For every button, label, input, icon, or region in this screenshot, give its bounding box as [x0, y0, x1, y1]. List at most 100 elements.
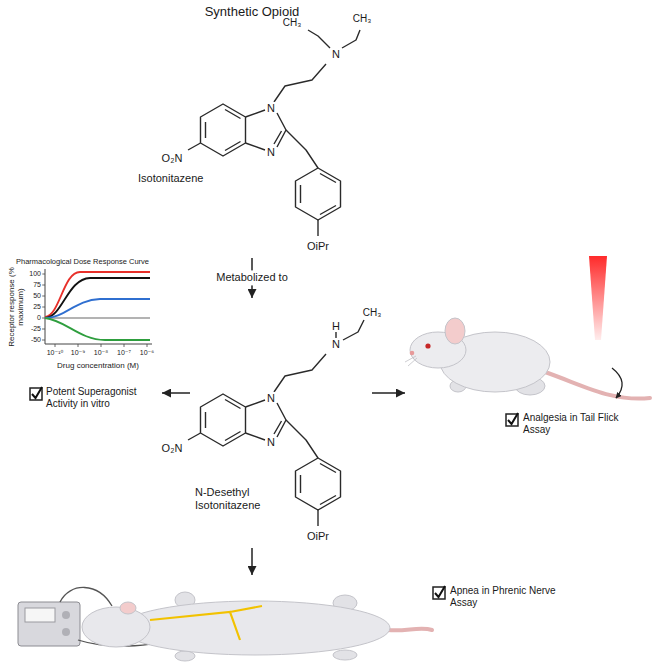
result-note: Apnea in Phrenic Nerve Assay [450, 585, 558, 609]
bond [246, 400, 287, 440]
tick-label: 10⁻⁶ [139, 349, 155, 357]
bond [201, 394, 246, 446]
axis-title: Receptor response (% maximum) [8, 264, 26, 350]
bond [296, 168, 341, 220]
check-box [433, 586, 445, 599]
bond [317, 220, 318, 236]
laser-beam [589, 256, 607, 340]
compound-name: Isotonitazene [138, 172, 248, 185]
bond [188, 433, 201, 440]
flow-arrow [162, 392, 190, 394]
result-note: Potent Superagonist Activity in vitro [46, 386, 156, 410]
chart-title: Pharmacological Dose Response Curve [5, 257, 160, 266]
compound-name: N-Desethyl Isotonitazene [195, 486, 285, 512]
partial-agonist-curve [45, 299, 150, 318]
check-mark [32, 387, 42, 398]
check-box [433, 587, 445, 599]
bond [296, 458, 341, 510]
mouse-nose [410, 351, 415, 356]
mouse-ear [445, 318, 465, 344]
bond [301, 174, 337, 215]
inverse-agonist-curve [45, 318, 150, 340]
tick-label: 10⁻¹⁰ [46, 349, 65, 357]
axis-title: Drug concentration (M) [56, 362, 140, 371]
bond [206, 110, 241, 151]
atom-label: N [331, 48, 341, 60]
tick-label: 25 [32, 303, 42, 311]
bond [274, 354, 326, 392]
atom-label: N [266, 392, 276, 404]
assay-panel: Analgesia in Tail Flick Assay [405, 250, 660, 445]
flick-arrow [612, 368, 622, 398]
baseline-curve [45, 317, 150, 319]
atom-label: CH₃ [282, 17, 303, 28]
compound-group: N-Desethyl Isotonitazene [190, 298, 372, 548]
superagonist-curve [45, 272, 150, 317]
rat-body [120, 601, 390, 655]
rat-ear [120, 602, 136, 614]
tick-label: 75 [32, 281, 42, 289]
recording-device [18, 602, 80, 646]
check-box [506, 413, 518, 426]
device-screen [25, 608, 55, 622]
mouse-illustration [405, 256, 650, 399]
chart-panel: Pharmacological Dose Response CurvePoten… [5, 256, 162, 415]
molecule-structure [188, 30, 360, 236]
bond [188, 143, 201, 150]
dose-response-chart [42, 269, 152, 347]
assay-panel: Apnea in Phrenic Nerve Assay [10, 575, 560, 662]
atom-label: O₂N [161, 442, 184, 454]
result-note: Analgesia in Tail Flick Assay [523, 412, 633, 436]
bond [317, 510, 318, 526]
tick-label: 10⁻⁹ [70, 349, 86, 357]
mouse-tail [545, 372, 650, 399]
atom-label: CH₃ [362, 307, 383, 318]
rat-head [82, 607, 150, 647]
rat-tail [388, 629, 432, 631]
rat-limb [175, 651, 195, 661]
atom-label: H [331, 320, 341, 332]
atom-label: CH₃ [352, 13, 373, 24]
check-box [506, 414, 518, 426]
check-mark [508, 413, 518, 424]
mouse-eye [425, 343, 430, 348]
mouse-whisker [405, 356, 417, 366]
device-knob [62, 611, 70, 619]
chart-axis [45, 269, 152, 344]
atom-label: OiPr [306, 530, 330, 542]
atom-label: OiPr [306, 240, 330, 252]
tick-label: -25 [30, 325, 42, 333]
check-box [30, 388, 42, 400]
atom-label: N [266, 436, 276, 448]
bond [301, 464, 337, 505]
tick-label: 10⁻⁷ [116, 349, 132, 357]
bond [206, 400, 241, 441]
bond [286, 420, 318, 458]
tick-label: 10⁻⁸ [93, 349, 109, 357]
atom-label: N [331, 338, 341, 350]
flow-arrow [372, 392, 405, 394]
atom-label: O₂N [161, 152, 184, 164]
atom-label: N [266, 146, 276, 158]
atom-label: N [266, 102, 276, 114]
bond [308, 30, 360, 48]
bond [286, 130, 318, 168]
bond [274, 64, 326, 102]
full-agonist-curve [45, 278, 150, 318]
rat-limb [333, 650, 357, 660]
check-box [30, 387, 42, 400]
bond [201, 104, 246, 156]
rat-illustration [18, 587, 432, 661]
tick-label: 0 [36, 314, 42, 322]
molecule-structure [188, 320, 364, 526]
tick-label: 100 [28, 270, 42, 278]
device-knob [62, 628, 70, 636]
bond [246, 110, 287, 150]
tick-label: 50 [32, 292, 42, 300]
edge-label: Metabolized to [213, 270, 291, 285]
check-mark [435, 586, 445, 597]
tick-label: -50 [30, 336, 42, 344]
flow-arrow [251, 548, 253, 575]
